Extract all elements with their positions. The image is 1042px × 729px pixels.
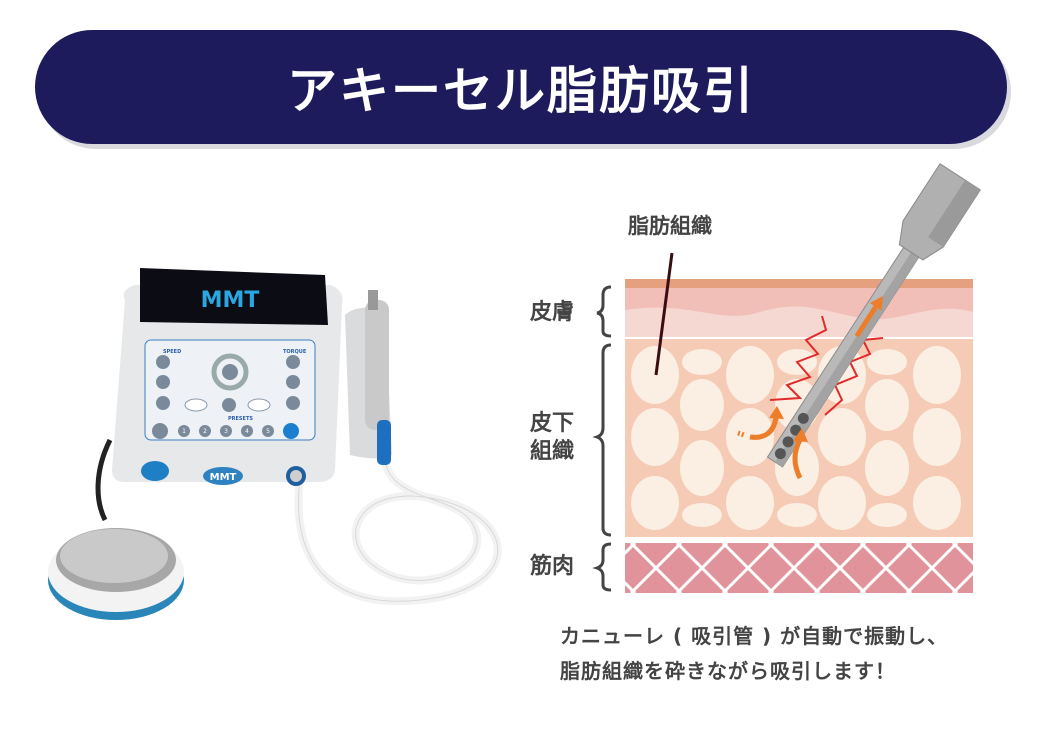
muscle-fiber-line [999,543,1042,593]
fat-cell [913,346,961,404]
muscle-fiber-line [859,543,913,593]
fat-cell [777,503,817,527]
fat-cell [726,346,774,404]
muscle-fiber-line [721,543,775,593]
svg-text:5: 5 [266,428,270,435]
fat-cell [867,503,907,527]
label-skin: 皮膚 [530,300,575,325]
fat-cell [865,379,909,431]
label-muscle: 筋肉 [530,554,575,579]
muscle-fiber-line [767,543,821,593]
fat-cell [682,349,722,375]
console: MMT SPEED TORQUE PRESETS 1 2 3 4 5 MMT [112,268,343,486]
screen-logo: MMT [201,288,260,313]
fat-cell [631,346,679,404]
vibration-icon [769,315,884,416]
svg-text:1: 1 [182,428,186,435]
fat-cell [913,408,961,466]
cannula [766,163,981,468]
fat-tissue-callout: 脂肪組織 [628,214,712,238]
suction-arrows [737,417,803,480]
muscle-fiber-line [675,543,729,593]
fat-cell [818,476,866,530]
label-subcutaneous-1: 皮下 [530,411,575,436]
svg-text:MMT: MMT [210,472,237,483]
fat-cell [867,349,907,375]
handpiece-holder [345,290,392,465]
muscle-fiber-line [951,543,973,566]
muscle-layer [625,543,1042,593]
caption-line-2: 脂肪組織を砕きながら吸引します！ [560,659,896,683]
muscle-fiber-line [905,543,959,593]
svg-text:TORQUE: TORQUE [283,349,307,355]
caption-line-1: カニューレ ( 吸引管 ) が自動で振動し、 [560,624,949,648]
fat-cell [726,476,774,530]
callout-line [654,252,674,376]
fat-cell [680,379,724,431]
svg-text:2: 2 [203,428,207,435]
fat-cell [865,440,909,496]
foot-pedal [48,528,184,620]
fat-cell [682,503,722,527]
muscle-fiber-line [999,543,1042,593]
svg-text:3: 3 [224,428,228,435]
muscle-fiber-line [629,543,683,593]
pedal-cable [95,438,113,522]
power-button [283,423,299,439]
title-banner: アキーセル脂肪吸引 [35,30,1007,144]
fat-cell [913,476,961,530]
svg-text:SPEED: SPEED [163,349,181,355]
fat-cell [631,476,679,530]
fat-cell [631,408,679,466]
svg-text:PRESETS: PRESETS [228,416,253,422]
fat-cell [680,440,724,496]
muscle-fiber-line [951,570,973,593]
muscle-fiber-line [813,543,867,593]
label-subcutaneous-2: 組織 [530,439,575,464]
muscle-fiber-line [625,580,637,593]
page-title: アキーセル脂肪吸引 [287,62,755,120]
svg-text:4: 4 [245,428,249,435]
muscle-fiber-line [625,543,637,556]
fat-cell [818,408,866,466]
layer-brackets [592,285,612,592]
